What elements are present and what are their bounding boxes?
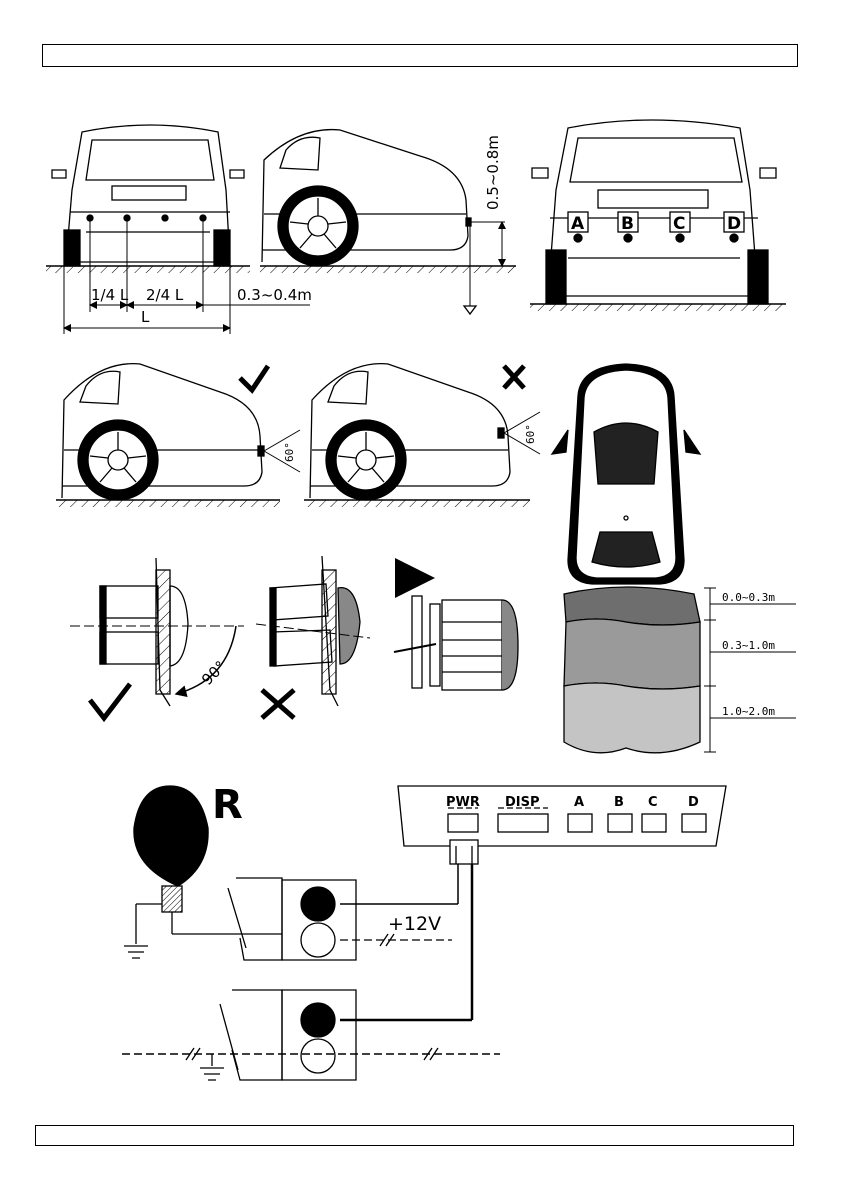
zone-mid-label: 0.3~1.0m bbox=[722, 639, 775, 652]
sensor-letter-a: A bbox=[571, 214, 585, 234]
sensor-letter-d: D bbox=[727, 214, 741, 234]
sensor-letter-c: C bbox=[673, 214, 685, 234]
figure-sensor-flush-correct bbox=[70, 558, 244, 718]
perpendicular-label: 90° bbox=[198, 657, 230, 689]
figure-rear-letters bbox=[530, 120, 786, 311]
sensor-letter-b: B bbox=[621, 214, 634, 234]
port-pwr: PWR bbox=[446, 795, 480, 810]
port-disp: DISP bbox=[505, 795, 540, 810]
port-c: C bbox=[648, 795, 658, 810]
label-half-l: 2/4 L bbox=[146, 286, 184, 304]
angle-label-correct: 60° bbox=[283, 442, 296, 462]
label-side-offset: 0.3~0.4m bbox=[237, 286, 312, 304]
voltage-label: +12V bbox=[388, 913, 441, 935]
figure-angle-wrong bbox=[304, 364, 540, 507]
port-d: D bbox=[688, 795, 699, 810]
figure-sensor-tilted-wrong bbox=[256, 556, 370, 718]
zone-near-label: 0.0~0.3m bbox=[722, 591, 775, 604]
figure-angle-correct bbox=[56, 364, 300, 507]
angle-label-wrong: 60° bbox=[524, 424, 537, 444]
zone-far-label: 1.0~2.0m bbox=[722, 705, 775, 718]
port-b: B bbox=[614, 795, 624, 810]
label-quarter-l: 1/4 L bbox=[91, 286, 129, 304]
figure-sensor-insert bbox=[394, 578, 518, 690]
label-width-l: L bbox=[141, 308, 150, 326]
port-a: A bbox=[574, 795, 584, 810]
reverse-symbol: R bbox=[212, 782, 243, 828]
label-height-range: 0.5~0.8m bbox=[484, 135, 502, 210]
figure-top-view bbox=[552, 364, 796, 753]
